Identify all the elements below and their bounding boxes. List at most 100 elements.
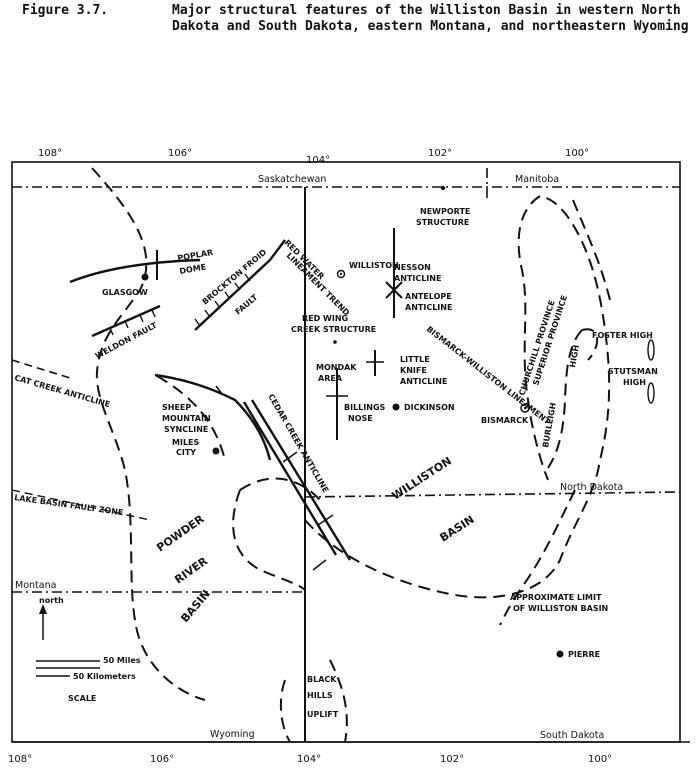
fault-label: FAULT [234, 292, 260, 316]
lon-bottom-106: 106° [150, 754, 174, 765]
syncline-marker [215, 385, 223, 395]
nesson-anticline-label: ANTICLINE [394, 274, 441, 283]
burleigh-label: BURLEIGH [541, 402, 558, 448]
black-hills-east [329, 659, 348, 743]
lon-top-100: 100° [565, 148, 589, 159]
figure-label: Figure 3.7. [22, 3, 109, 18]
knife-label: KNIFE [400, 366, 427, 375]
sheep-mountain-syncline [154, 373, 272, 461]
nd-sd-border [304, 491, 681, 498]
nesson-label: NESSON [394, 263, 431, 272]
cedar-cross-3 [312, 559, 327, 571]
approx-limit-line [499, 489, 576, 626]
basin-powder-label: BASIN [178, 587, 212, 625]
river-label: RIVER [172, 554, 210, 586]
south-dakota-label: South Dakota [540, 730, 604, 741]
city-label: CITY [176, 448, 196, 457]
uplift-label: UPLIFT [307, 710, 339, 719]
red-wing-dot [333, 340, 337, 344]
mondak-area-label: AREA [318, 374, 343, 383]
williston-label: WILLISTON [349, 261, 399, 270]
red-wing-label: RED WING [302, 314, 348, 323]
little-label: LITTLE [400, 355, 430, 364]
burleigh-high-cap [581, 328, 598, 361]
little-knife-anticline-label: ANTICLINE [400, 377, 447, 386]
sheep-label: SHEEP [162, 403, 191, 412]
manitoba-label: Manitoba [515, 174, 559, 185]
lineament-trend-label: LINEAMENT TREND [285, 251, 352, 318]
cat-creek-line [11, 359, 71, 379]
cedar-cross-1 [282, 451, 298, 463]
cedar-creek-anticline [250, 399, 352, 561]
powder-basin-boundary-upper [156, 375, 226, 461]
basin-label: BASIN [438, 513, 477, 545]
weldon-hachures [109, 309, 156, 336]
burleigh-high-label: HIGH [568, 344, 581, 368]
powder-basin-boundary-south [232, 489, 306, 591]
lon-top-102: 102° [428, 148, 452, 159]
mondak-label: MONDAK [316, 363, 357, 372]
lon-bottom-108: 108° [8, 754, 32, 765]
lake-basin-label: LAKE BASIN FAULT ZONE [14, 493, 124, 517]
williston-dot-center [339, 272, 343, 276]
pierre-label: PIERRE [568, 650, 600, 659]
north-dakota-label: North Dakota [560, 482, 623, 493]
nose-label: NOSE [348, 414, 373, 423]
lon-bottom-100: 100° [588, 754, 612, 765]
red-wing-structure-label: CREEK STRUCTURE [291, 325, 376, 334]
lon-top-104: 104° [306, 155, 330, 166]
dickinson-dot [392, 403, 400, 411]
scale-label: SCALE [68, 694, 96, 703]
province-boundary [517, 195, 549, 481]
bismarck-label: BISMARCK [481, 416, 529, 425]
brockton-hachures [194, 273, 251, 327]
cedar-cross-2 [317, 514, 334, 526]
lon-top-106: 106° [168, 148, 192, 159]
stutsman-high-mark [647, 382, 655, 404]
billings-label: BILLINGS [344, 403, 386, 412]
figure-title: Major structural features of the Willist… [172, 3, 689, 34]
saskatchewan-label: Saskatchewan [258, 174, 326, 185]
burleigh-high-outline [547, 329, 583, 469]
glasgow-dot [141, 273, 149, 281]
lon-top-108: 108° [38, 148, 62, 159]
pierre-dot [556, 650, 564, 658]
lake-basin-line [11, 489, 151, 521]
structure-label: STRUCTURE [416, 218, 469, 227]
stutsman-high-label: HIGH [623, 378, 646, 387]
foster-high-label: FOSTER HIGH [592, 331, 653, 340]
poplar-dome-axis [69, 258, 201, 284]
bismarck-dot-center [523, 406, 527, 410]
antelope-anticline-label: ANTICLINE [405, 303, 452, 312]
williston-basin-label: WILLISTON [390, 454, 454, 502]
miles-label: MILES [172, 438, 200, 447]
weldon-fault-label: WELDON FAULT [94, 320, 159, 360]
north-label: north [39, 596, 64, 605]
basin-outline-west [91, 167, 206, 701]
miles-city-dot [212, 447, 220, 455]
syncline-label: SYNCLINE [164, 425, 208, 434]
cedar-creek-anticline-parallel [242, 401, 338, 556]
stutsman-label: STUTSMAN [608, 367, 658, 376]
cat-creek-label: CAT CREEK ANTICLINE [13, 373, 111, 409]
lon-bottom-104: 104° [297, 754, 321, 765]
scale-miles-label: 50 Miles [103, 656, 141, 665]
hills-label: HILLS [307, 691, 333, 700]
antelope-anticline-cross-b [385, 281, 403, 299]
antelope-label: ANTELOPE [405, 292, 452, 301]
approx-williston-label: OF WILLISTON BASIN [513, 604, 608, 613]
lon-bottom-102: 102° [440, 754, 464, 765]
bismarck-dot [520, 403, 530, 413]
powder-basin-boundary-mid [239, 477, 321, 501]
mountain-label: MOUNTAIN [162, 414, 211, 423]
wyoming-label: Wyoming [210, 729, 255, 740]
glasgow-label: GLASGOW [102, 288, 148, 297]
scale-km-label: 50 Kilometers [73, 672, 136, 681]
williston-dot [336, 269, 346, 279]
approx-limit-label: APPROXIMATE LIMIT [510, 593, 602, 602]
dome-label: DOME [179, 262, 207, 276]
brockton-froid-fault [194, 239, 286, 331]
montana-label: Montana [15, 580, 56, 591]
north-arrowhead-icon [39, 604, 47, 614]
